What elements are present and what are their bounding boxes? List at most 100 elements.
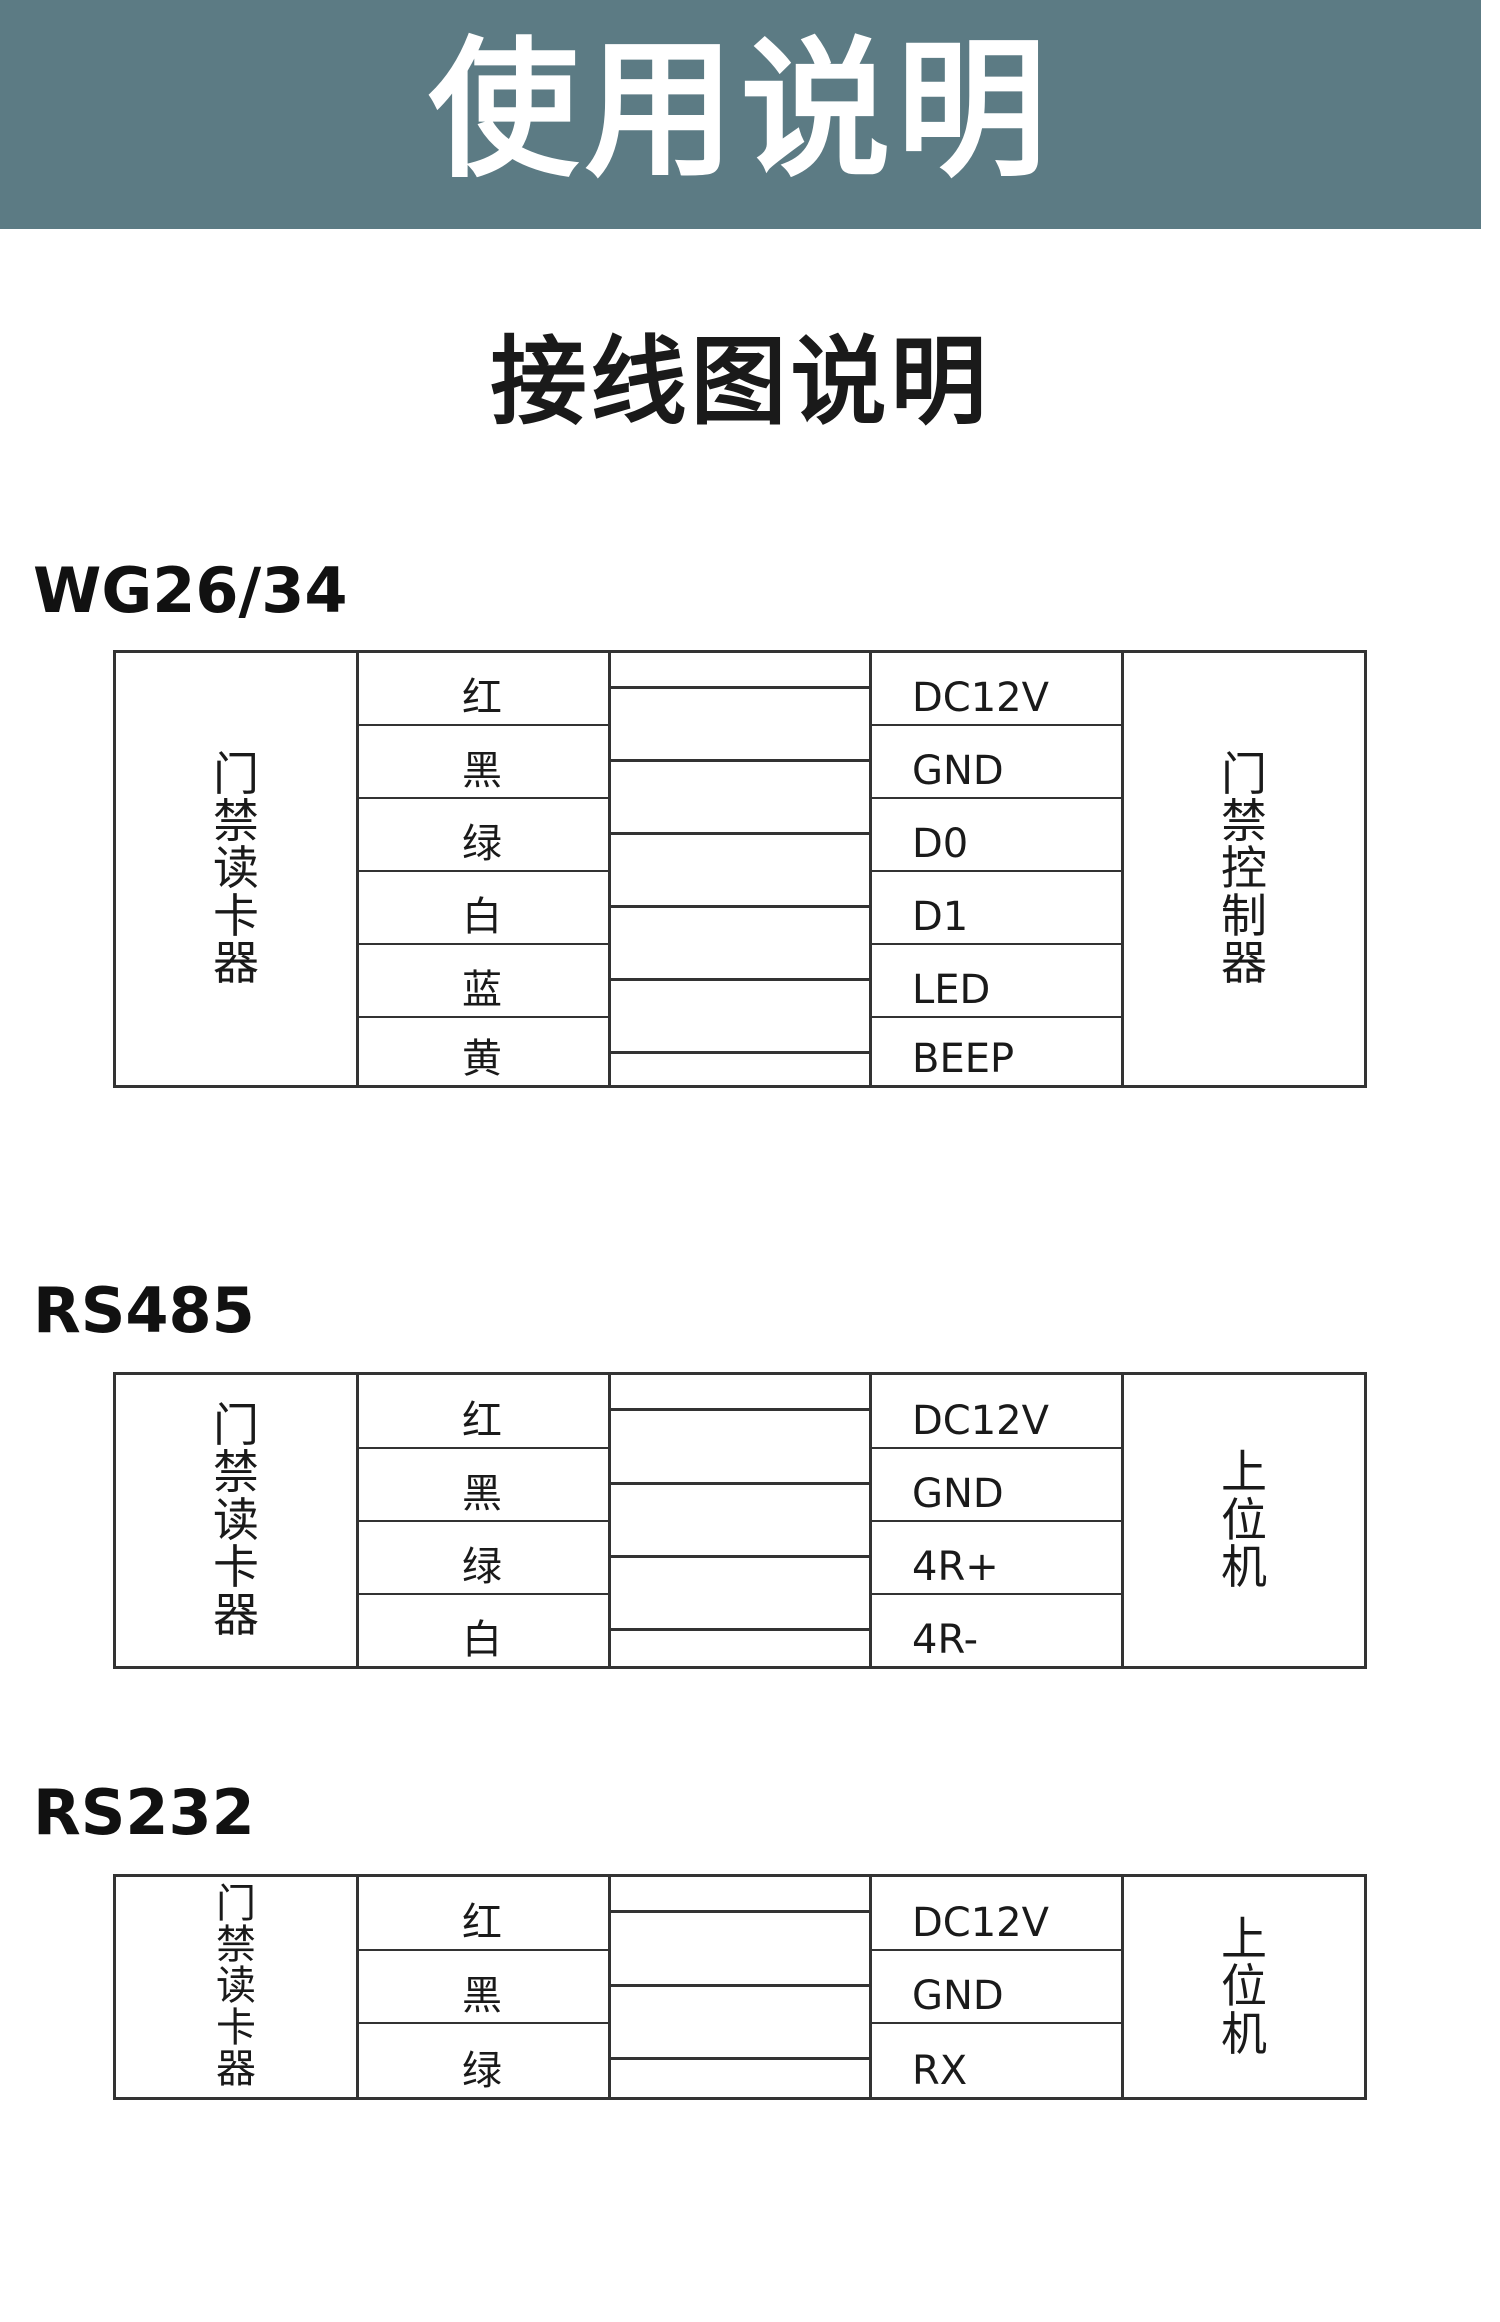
wire-color-label: 黄: [462, 1036, 502, 1082]
signal-cell: GND: [869, 1449, 1124, 1522]
signal-label: DC12V: [912, 1900, 1049, 1946]
wire-line: [611, 1984, 869, 1987]
wire-line: [611, 1628, 869, 1631]
signal-cell: LED: [869, 945, 1124, 1018]
left-device-box: 门禁读卡器: [116, 1877, 359, 2097]
signal-cell: 4R-: [869, 1595, 1124, 1666]
vertical-char: 禁: [213, 793, 259, 848]
wire-color-cell: 黑: [356, 1449, 611, 1522]
wire-line: [611, 1051, 869, 1054]
vertical-char: 器: [216, 2045, 256, 2092]
vertical-char: 卡: [216, 2004, 256, 2051]
wire-color-cell: 绿: [356, 2024, 611, 2097]
signal-cell: DC12V: [869, 1375, 1124, 1449]
vertical-char: 上: [1221, 1445, 1267, 1500]
wiring-row: 白 4R-: [356, 1595, 1124, 1666]
wiring-row: 黑 GND: [356, 726, 1124, 799]
wire-color-cell: 红: [356, 653, 611, 726]
signal-label: LED: [912, 967, 991, 1013]
right-device-box: 上位机: [1121, 1877, 1364, 2097]
wire-line: [611, 978, 869, 981]
wire-color-cell: 黑: [356, 1951, 611, 2024]
signal-label: D1: [912, 894, 969, 940]
wire-color-cell: 绿: [356, 799, 611, 872]
wire-line: [611, 2057, 869, 2060]
vertical-char: 器: [213, 936, 259, 991]
signal-cell: DC12V: [869, 1877, 1124, 1951]
vertical-char: 门: [213, 746, 259, 801]
wiring-row: 红 DC12V: [356, 653, 1124, 726]
wiring-row: 黄 BEEP: [356, 1018, 1124, 1085]
section-title-rs232: RS232: [33, 1776, 255, 1849]
wire-color-cell: 白: [356, 1595, 611, 1666]
right-device-label: 上位机: [1221, 1445, 1267, 1595]
vertical-char: 门: [216, 1881, 256, 1928]
wire-line: [611, 1482, 869, 1485]
vertical-char: 位: [1221, 1492, 1267, 1547]
wire-line: [611, 686, 869, 689]
vertical-char: 机: [1221, 1540, 1267, 1595]
wire-line: [611, 1910, 869, 1913]
wire-color-label: 黑: [462, 1973, 502, 2019]
right-device-label: 上位机: [1221, 1911, 1267, 2061]
wire-line: [611, 905, 869, 908]
wire-color-label: 黑: [462, 1471, 502, 1517]
wire-color-label: 绿: [462, 2048, 502, 2094]
wire-color-label: 红: [462, 1398, 502, 1444]
wire-color-label: 红: [462, 675, 502, 721]
vertical-char: 读: [213, 1492, 259, 1547]
signal-cell: D1: [869, 872, 1124, 945]
left-device-box: 门禁读卡器: [116, 1375, 359, 1666]
wire-color-label: 黑: [462, 748, 502, 794]
wire-color-cell: 红: [356, 1877, 611, 1951]
vertical-char: 禁: [216, 1922, 256, 1969]
vertical-char: 控: [1221, 841, 1267, 896]
wiring-row: 黑 GND: [356, 1951, 1124, 2024]
vertical-char: 器: [1221, 936, 1267, 991]
signal-label: BEEP: [912, 1036, 1015, 1082]
vertical-char: 禁: [213, 1445, 259, 1500]
signal-cell: GND: [869, 726, 1124, 799]
vertical-char: 门: [1221, 746, 1267, 801]
vertical-char: 上: [1221, 1911, 1267, 1966]
vertical-char: 卡: [213, 1540, 259, 1595]
vertical-char: 机: [1221, 2006, 1267, 2061]
signal-label: DC12V: [912, 675, 1049, 721]
wire-color-cell: 白: [356, 872, 611, 945]
wire-line: [611, 1555, 869, 1558]
page-title: 使用说明: [428, 23, 1053, 198]
signal-cell: RX: [869, 2024, 1124, 2097]
signal-label: GND: [912, 748, 1004, 794]
wire-color-label: 绿: [462, 1544, 502, 1590]
vertical-char: 门: [213, 1398, 259, 1453]
section-title-rs485: RS485: [33, 1274, 255, 1347]
signal-label: DC12V: [912, 1398, 1049, 1444]
wire-color-label: 蓝: [462, 967, 502, 1013]
signal-cell: DC12V: [869, 653, 1124, 726]
wire-color-label: 红: [462, 1900, 502, 1946]
vertical-char: 器: [213, 1587, 259, 1642]
wiring-diagram-rs232: 门禁读卡器 上位机 红 DC12V 黑 GND 绿 RX: [113, 1874, 1367, 2100]
wiring-row: 白 D1: [356, 872, 1124, 945]
signal-label: 4R-: [912, 1617, 979, 1663]
wiring-diagram-wg: 门禁读卡器 门禁控制器 红 DC12V 黑 GND 绿 D0 白 D1 蓝 LE…: [113, 650, 1367, 1088]
section-title-wg: WG26/34: [33, 554, 348, 627]
wire-color-cell: 蓝: [356, 945, 611, 1018]
signal-cell: 4R+: [869, 1522, 1124, 1595]
signal-label: 4R+: [912, 1544, 999, 1590]
wire-line: [611, 1408, 869, 1411]
wire-color-label: 白: [462, 1617, 502, 1663]
wiring-row: 红 DC12V: [356, 1375, 1124, 1449]
left-device-label: 门禁读卡器: [213, 1398, 259, 1642]
left-device-box: 门禁读卡器: [116, 653, 359, 1085]
signal-label: D0: [912, 821, 969, 867]
wire-color-label: 绿: [462, 821, 502, 867]
right-device-box: 门禁控制器: [1121, 653, 1364, 1085]
wiring-row: 蓝 LED: [356, 945, 1124, 1018]
right-device-label: 门禁控制器: [1221, 746, 1267, 991]
vertical-char: 读: [213, 841, 259, 896]
header-banner: 使用说明: [0, 0, 1481, 229]
wiring-row: 黑 GND: [356, 1449, 1124, 1522]
wire-line: [611, 759, 869, 762]
vertical-char: 位: [1221, 1959, 1267, 2014]
